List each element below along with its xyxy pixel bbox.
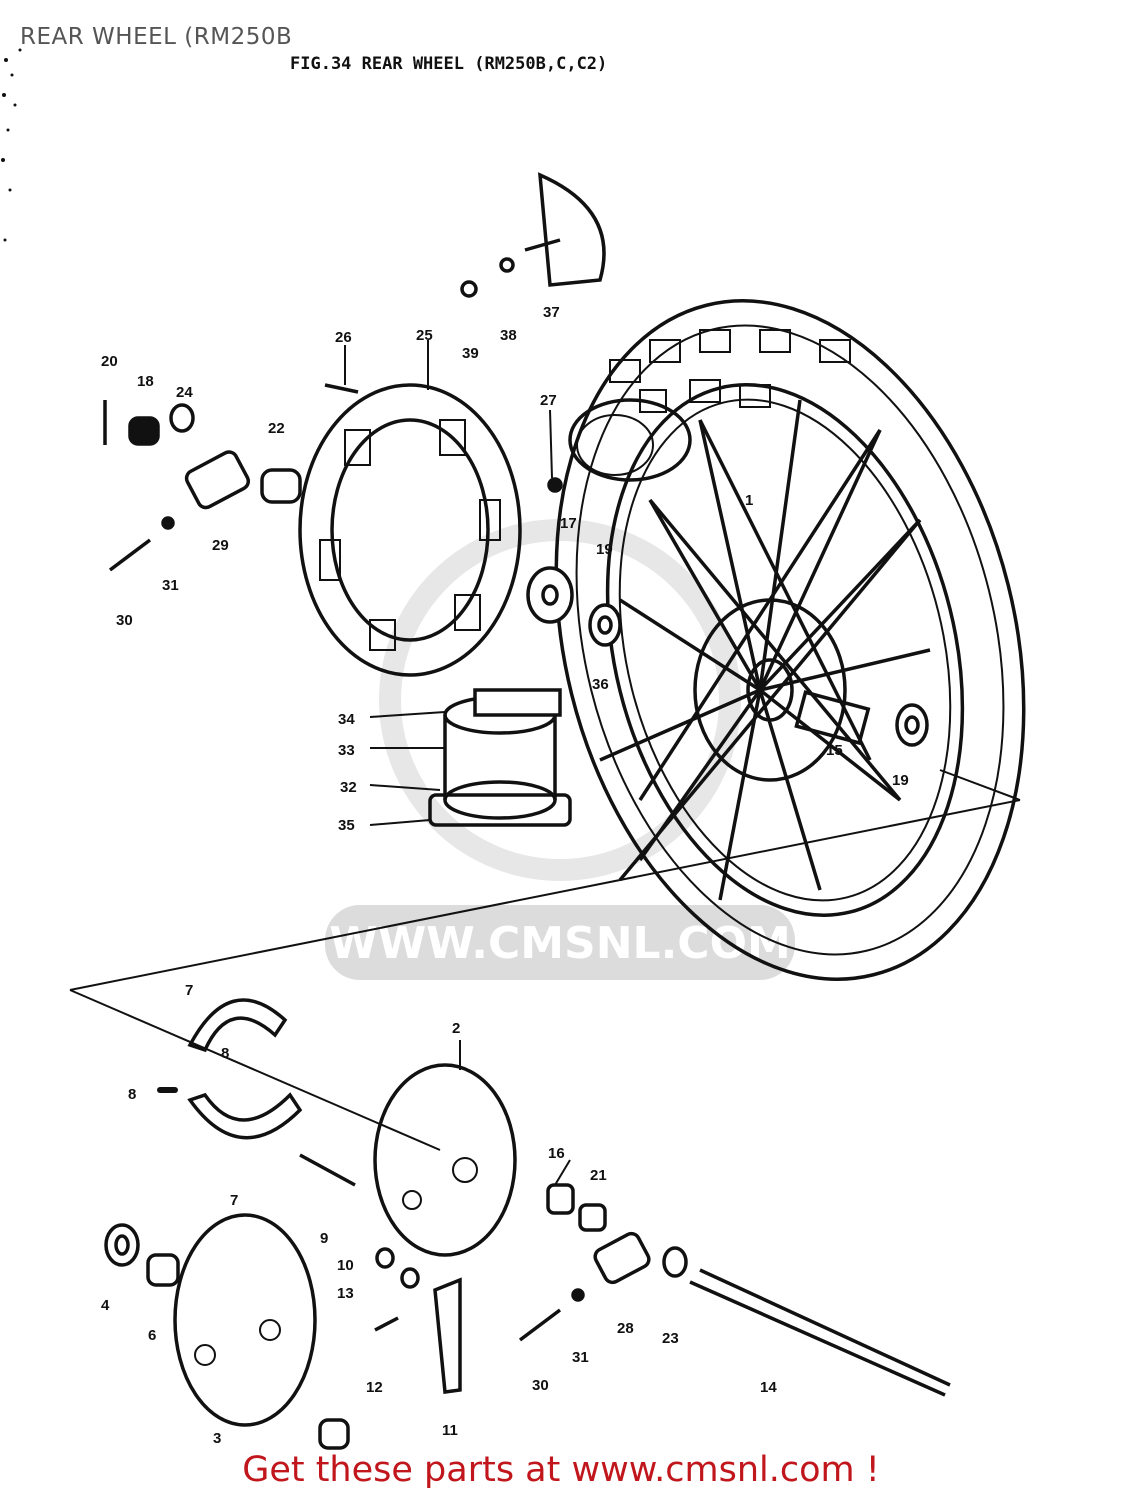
part-label: 30 [532, 1377, 549, 1394]
part-label: 11 [442, 1422, 458, 1439]
part-label: 19 [892, 772, 909, 789]
part-label: 7 [230, 1192, 238, 1209]
part-label: 4 [101, 1297, 110, 1314]
part-label: 27 [540, 392, 557, 409]
brake-drum-cover [173, 1213, 317, 1427]
part-label: 17 [560, 515, 577, 532]
part-label: 8 [221, 1045, 229, 1062]
brake-panel [373, 1063, 517, 1257]
bolts-and-axle [103, 383, 951, 1397]
part-label: 8 [128, 1086, 136, 1103]
figure-title: FIG.34 REAR WHEEL (RM250B,C,C2) [290, 54, 608, 74]
part-label: 3 [213, 1430, 221, 1447]
part-label: 37 [543, 304, 560, 321]
sprocket-drum [428, 688, 572, 827]
footer-link-text[interactable]: Get these parts at www.cmsnl.com ! [242, 1450, 880, 1490]
part-label: 2 [452, 1020, 460, 1037]
part-label: 38 [500, 327, 517, 344]
part-label: 7 [185, 982, 193, 999]
part-label: 9 [320, 1230, 328, 1247]
scan-speckles [1, 48, 22, 242]
leader-lines [344, 340, 571, 1186]
part-label: 29 [212, 537, 229, 554]
part-label: 18 [137, 373, 154, 390]
part-label: 20 [101, 353, 118, 370]
part-label: 32 [340, 779, 357, 796]
page-title: REAR WHEEL (RM250B [20, 24, 293, 50]
part-label: 21 [590, 1167, 607, 1184]
part-label: 14 [760, 1379, 777, 1396]
watermark-text: WWW.CMSNL.COM [329, 918, 791, 969]
part-label: 39 [462, 345, 479, 362]
part-label: 26 [335, 329, 352, 346]
part-label: 30 [116, 612, 133, 629]
part-label: 15 [826, 742, 843, 759]
rear-sprocket [298, 383, 522, 677]
part-label: 10 [337, 1257, 354, 1274]
rear-wheel-assembly [554, 299, 1026, 981]
part-label: 31 [572, 1349, 589, 1366]
part-label: 13 [337, 1285, 354, 1302]
part-label: 19 [596, 541, 613, 558]
part-label: 36 [592, 676, 609, 693]
part-label: 22 [268, 420, 285, 437]
part-label: 33 [338, 742, 355, 759]
watermark: WWW.CMSNL.COM [325, 519, 795, 980]
part-label: 35 [338, 817, 355, 834]
brake-shoes [157, 998, 303, 1140]
rim-band [568, 398, 692, 482]
part-label: 16 [548, 1145, 565, 1162]
assembly-plane-lines [69, 769, 1021, 1151]
part-label: 24 [176, 384, 193, 401]
part-label: 31 [162, 577, 179, 594]
part-number-labels: 1 2 3 4 6 7 7 8 8 9 10 11 12 13 14 15 16… [101, 304, 909, 1447]
chain-adjusters [184, 450, 651, 1285]
part-label: 34 [338, 711, 355, 728]
part-label: 1 [745, 492, 753, 509]
part-label: 12 [366, 1379, 383, 1396]
part-label: 28 [617, 1320, 634, 1337]
part-label: 25 [416, 327, 433, 344]
part-label: 6 [148, 1327, 156, 1344]
small-parts [104, 257, 929, 1450]
chain-guard [524, 172, 606, 287]
part-label: 23 [662, 1330, 679, 1347]
